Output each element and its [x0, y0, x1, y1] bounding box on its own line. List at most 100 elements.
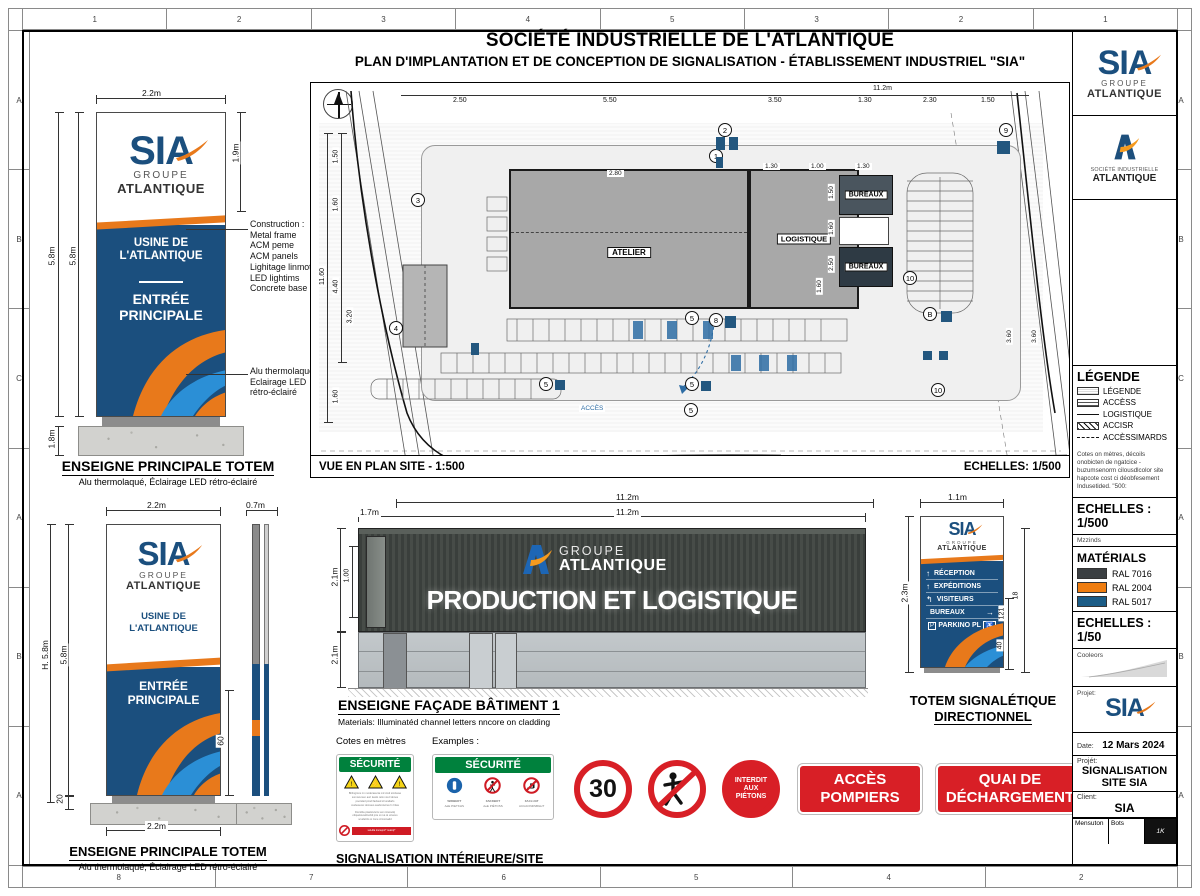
legend-swatch-thick-icon	[1077, 398, 1099, 407]
plan-marker-9[interactable]: 9	[999, 123, 1013, 137]
totem-white-panel	[97, 113, 225, 225]
material-swatch-ral5017	[1077, 596, 1107, 607]
dir-entry-3[interactable]: BUREAUX →	[926, 606, 998, 619]
plan-marker-5c[interactable]: 5	[684, 403, 698, 417]
facade-ground-hatch	[348, 688, 868, 697]
title-block: SIA GROUPE ATLANTIQUE SOCIÉTÉ INDUSTRIEL…	[1072, 32, 1176, 864]
plan-building-atelier[interactable]: ATELIER 2.80	[509, 169, 749, 309]
plan-marker-3[interactable]: 3	[411, 193, 425, 207]
directional-caption-2: DIRECTIONNEL	[934, 709, 1032, 725]
tb-materials: MATÉRIALS RAL 7016 RAL 2004 RAL 5017	[1073, 547, 1176, 612]
dir-label-1: EXPÉDITIONS	[934, 582, 982, 590]
grid-ref-bot-3: 5	[599, 866, 792, 887]
side-width-dim	[246, 507, 278, 516]
plan-sign-pos-1[interactable]	[729, 137, 738, 150]
plan-sign-pos-11[interactable]	[939, 351, 948, 360]
plan-sign-pos-7[interactable]	[701, 381, 711, 391]
totem-divider	[139, 281, 183, 283]
quai-dechargement-sign[interactable]: QUAI DE DÉCHARGEMENT	[935, 763, 1085, 815]
dir-entry-0[interactable]: ↑ RÉCEPTION	[926, 567, 998, 580]
dir-swirl-graphic	[945, 623, 1003, 667]
color-gradient-icon	[1081, 660, 1167, 678]
acces-pompiers-sign[interactable]: ACCÈS POMPIERS	[797, 763, 923, 815]
tall-body-7: scudelrris si zone crimsinadd	[358, 818, 392, 822]
elevation-caption-group: ENSEIGNE PRINCIPALE TOTEM Alu thermolaqu…	[28, 843, 308, 872]
plan-sign-pos-3[interactable]	[716, 157, 723, 168]
plan-sign-pos-2[interactable]	[716, 137, 725, 150]
material-swatch-ral7016	[1077, 568, 1107, 579]
plan-marker-4[interactable]: 4	[389, 321, 403, 335]
plan-sign-pos-6[interactable]	[941, 311, 952, 322]
dir-width-dim	[920, 499, 1004, 508]
plan-building-bureaux-lower[interactable]: BUREAUX	[839, 247, 893, 287]
tb-logo2-line2: ATLANTIQUE	[1092, 172, 1157, 184]
dir-entry-2[interactable]: ↰ VISITEURS	[926, 593, 998, 606]
site-plan[interactable]: 2.50 5.50 11.2m 3.50 1.30 2.30 1.50 11.6…	[310, 82, 1070, 478]
plan-sign-pos-5[interactable]	[725, 316, 736, 328]
finish-note-2: rétro-éclairé	[250, 387, 297, 398]
plan-sign-pos-10[interactable]	[923, 351, 932, 360]
legend-item-4: ACCÈSSIMARDS	[1077, 433, 1172, 442]
elevation-subcaption: Alu thermolaqué, Éclairage LED rétro-écl…	[78, 862, 258, 872]
dir-logo: SIA GROUPE ATLANTIQUE	[921, 520, 1003, 552]
red1-line-0: ACCÈS	[833, 771, 887, 788]
plan-sign-pos-8[interactable]	[555, 380, 565, 390]
no-pedestrian-sign[interactable]	[648, 760, 706, 818]
dir-entry-1[interactable]: ↑ EXPÉDITIONS	[926, 580, 998, 593]
tb-spacer	[1073, 200, 1176, 366]
plan-sign-pos-9[interactable]	[471, 343, 479, 355]
svg-text:!: !	[350, 781, 352, 788]
elev-text-block-2: ENTRÉE PRINCIPALE	[107, 679, 220, 708]
facade-door-3	[495, 633, 517, 689]
plan-marker-b[interactable]: B	[923, 307, 937, 321]
site-plan-caption: VUE EN PLAN SITE - 1:500 ECHELLES: 1/500	[311, 455, 1069, 477]
facade-base-band	[358, 632, 866, 689]
tb-client-row: Client: SIA	[1073, 792, 1176, 818]
grid-ref-top-1: 2	[166, 9, 311, 30]
construction-note-2: ACM peme	[250, 240, 294, 251]
safety-panel-tall[interactable]: SÉCURITÉ ! ⚡ ! Birlingtons rm moderasurt…	[336, 754, 414, 842]
grid-ruler-bottom: 8 7 6 5 4 2	[22, 866, 1178, 887]
grid-ref-top-5: 3	[743, 9, 889, 30]
plan-marker-2[interactable]: 2	[718, 123, 732, 137]
totem-concrete-base	[78, 426, 244, 456]
plan-marker-10b[interactable]: 10	[931, 383, 945, 397]
parking-icon: P	[928, 621, 937, 630]
material-row-0: RAL 7016	[1077, 568, 1172, 579]
dir-white-panel	[921, 517, 1003, 561]
tb-logo-atlantique: ATLANTIQUE	[1086, 87, 1163, 100]
plan-marker-5d[interactable]: 5	[539, 377, 553, 391]
totem-text-block-1: USINE DE L'ATLANTIQUE	[97, 237, 225, 263]
prohibition-icon	[339, 825, 350, 837]
wide-item0-l1: WIDBERT	[447, 799, 462, 803]
totem-text-block-2: ENTRÉE PRINCIPALE	[97, 291, 225, 323]
plan-marker-10[interactable]: 10	[903, 271, 917, 285]
plan-marker-5b[interactable]: 5	[685, 377, 699, 391]
totem-total-height-label: 5.8m	[46, 244, 57, 268]
plan-marker-8[interactable]: 8	[709, 313, 723, 327]
swoosh-icon	[1137, 54, 1162, 70]
finish-note-1: Eclairage LED	[250, 376, 307, 387]
totem-logo: SIA GROUPE ATLANTIQUE	[97, 131, 225, 196]
speed-limit-sign[interactable]: 30	[574, 760, 632, 818]
safety-panel-wide[interactable]: SÉCURITÉ WIDBERT AéE PIETKHS	[432, 754, 554, 820]
elev-outer-height-dim	[47, 524, 56, 803]
plan-sign-pos-4[interactable]	[997, 141, 1010, 154]
facade-upper-height-dim	[337, 528, 346, 632]
plan-marker-5a[interactable]: 5	[685, 311, 699, 325]
totem-leader-1	[186, 229, 248, 230]
interdit-pietons-sign[interactable]: INTERDIT AUX PIÉTONS	[722, 760, 780, 818]
main-totem-caption-group: ENSEIGNE PRINCIPALE TOTEM Alu thermolaqu…	[28, 458, 308, 487]
dir-arrow-2: ↰	[926, 594, 933, 604]
dir-right-dim	[1021, 528, 1030, 673]
plan-building-bureaux-upper[interactable]: BUREAUX	[839, 175, 893, 215]
wide-item2-l1: FACLUAT	[524, 799, 539, 803]
grid-ruler-top: 1 2 3 4 5 3 2 1	[22, 9, 1178, 30]
safety-wide-header: SÉCURITÉ	[435, 757, 551, 773]
safety-tall-header: SÉCURITÉ	[339, 757, 411, 772]
interdit-text: INTERDIT AUX PIÉTONS	[735, 777, 767, 801]
totem-leader-2	[186, 374, 248, 375]
facade-total-dim-2	[358, 513, 866, 522]
directional-totem-drawing: 1.1m SIA GROUPE ATLANTIQUE ↑ RÉCEPTION	[898, 492, 1068, 692]
dir-label-4: PARKINO PL	[938, 622, 981, 629]
